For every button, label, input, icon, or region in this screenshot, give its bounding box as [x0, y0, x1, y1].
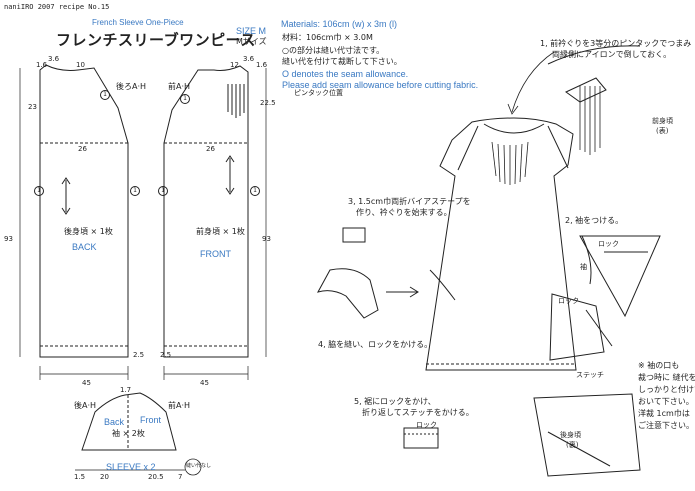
- note-5: 洋裁 1cm巾は: [638, 409, 690, 418]
- sleeve-front-ah: 前A·H: [168, 401, 191, 410]
- back-dim-side: 93: [4, 235, 13, 243]
- sleeve-dim-left: 20: [100, 473, 109, 481]
- size-jp: Mサイズ: [236, 37, 267, 46]
- step-3b: 作り、衿ぐりを始末する。: [356, 208, 452, 217]
- label-front-body: 前身頃: [652, 117, 673, 125]
- dress-illustration: [425, 117, 577, 371]
- front-dim-top1: 12: [230, 61, 239, 69]
- back-neck-label: 後ろA·H: [116, 82, 147, 91]
- allowance-back-1: 1: [100, 90, 110, 100]
- front-dim-bottom: 2.5: [160, 351, 172, 359]
- sleeve-label-jp: 袖 × 2枚: [112, 429, 145, 438]
- back-dim-hem: 45: [82, 379, 91, 387]
- note-1: ※ 袖の口も: [638, 361, 680, 370]
- note-2: 裁つ時に 縫代を: [638, 373, 695, 382]
- step-5b: 折り返してステッチをかける。: [362, 408, 474, 417]
- label-lock-1: ロック: [598, 240, 619, 248]
- allowance-front-2: 1: [158, 186, 168, 196]
- note-jp-1: ○の部分は縫い代寸法です。: [282, 46, 385, 55]
- label-front-omote: (表): [656, 127, 669, 135]
- step-1b: 両縁側にアイロンで倒しておく。: [552, 50, 672, 59]
- note-3: しっかりと付けて: [638, 385, 695, 394]
- front-dim-top2: 3.6: [243, 55, 255, 63]
- sleeve-dim-top: 1.7: [120, 386, 132, 394]
- back-dim-height: 23: [28, 103, 37, 111]
- sleeve-bias-label: 縫い代なし: [186, 463, 212, 469]
- sleeve-pattern-outline: [75, 392, 202, 476]
- allowance-front-3: 1: [250, 186, 260, 196]
- step-5: 5, 裾にロックをかけ、: [354, 397, 436, 406]
- size-label: SIZE M: [236, 26, 267, 36]
- front-dim-side: 93: [262, 235, 271, 243]
- back-pattern-outline: [19, 64, 129, 380]
- label-sleeve-ura: (裏): [566, 441, 579, 449]
- back-dim-top1: 1.6: [36, 61, 48, 69]
- back-dim-top3: 10: [76, 61, 85, 69]
- label-lock-2: ロック: [558, 297, 579, 305]
- back-dim-top2: 3.6: [48, 55, 60, 63]
- sleeve-dim-right: 20.5: [148, 473, 164, 481]
- sleeve-back-label: Back: [104, 417, 125, 427]
- front-neck-label: 前A·H: [168, 82, 191, 91]
- label-stitch: ステッチ: [576, 371, 604, 379]
- front-pintuck-label: ピンタック位置: [294, 89, 343, 97]
- front-dim-hem: 45: [200, 379, 209, 387]
- sleeve-dim-b: 7: [178, 473, 183, 481]
- front-pattern-outline: [163, 65, 267, 380]
- materials-jp: 材料：106cm巾 × 3.0M: [282, 33, 373, 42]
- step-3: 3, 1.5cm巾両折バイアステープを: [348, 197, 471, 206]
- note-jp-2: 縫い代を付けて裁断して下さい。: [282, 57, 402, 66]
- note-4: おいて下さい。: [638, 397, 694, 406]
- allowance-back-2: 1: [34, 186, 44, 196]
- step-2: 2, 袖をつける。: [565, 216, 624, 225]
- note-en-2: Please add seam allowance before cutting…: [282, 80, 479, 90]
- front-dim-top3: 1.6: [256, 61, 268, 69]
- front-dim-height: 22.5: [260, 99, 276, 107]
- allowance-front-1: 1: [180, 94, 190, 104]
- back-dim-chest: 26: [78, 145, 87, 153]
- label-back-body: 後身頃: [560, 431, 581, 439]
- back-label-jp: 後身頃 × 1枚: [64, 227, 113, 236]
- sleeve-back-ah: 後A·H: [74, 401, 97, 410]
- front-label-jp: 前身頃 × 1枚: [196, 227, 245, 236]
- allowance-back-3: 1: [130, 186, 140, 196]
- step-1: 1, 前衿ぐりを3等分のピンタックでつまみ: [540, 39, 692, 48]
- hem-detail: [403, 393, 641, 477]
- sleeve-attach-detail: [549, 235, 661, 361]
- brand-header: naniIRO 2007 recipe No.15: [4, 3, 110, 11]
- sleeve-dim-a: 1.5: [74, 473, 86, 481]
- pintuck-detail: [547, 45, 641, 155]
- bias-tape-detail: [316, 227, 456, 319]
- label-lock-3: ロック: [416, 421, 437, 429]
- title-jp: フレンチスリーブワンピース: [56, 31, 256, 49]
- front-label-en: FRONT: [200, 249, 231, 259]
- sleeve-front-label: Front: [140, 415, 162, 425]
- title-en: French Sleeve One-Piece: [92, 18, 184, 27]
- back-dim-bottom: 2.5: [133, 351, 145, 359]
- sleeve-label-en: SLEEVE x 2: [106, 462, 156, 472]
- label-sleeve: 袖: [580, 263, 587, 271]
- materials-en: Materials: 106cm (w) x 3m (l): [281, 19, 398, 29]
- note-6: ご注意下さい。: [638, 421, 694, 430]
- back-label-en: BACK: [72, 242, 97, 252]
- step-4: 4, 脇を縫い、ロックをかける。: [318, 340, 433, 349]
- note-en-1: O denotes the seam allowance.: [282, 69, 409, 79]
- front-dim-chest: 26: [206, 145, 215, 153]
